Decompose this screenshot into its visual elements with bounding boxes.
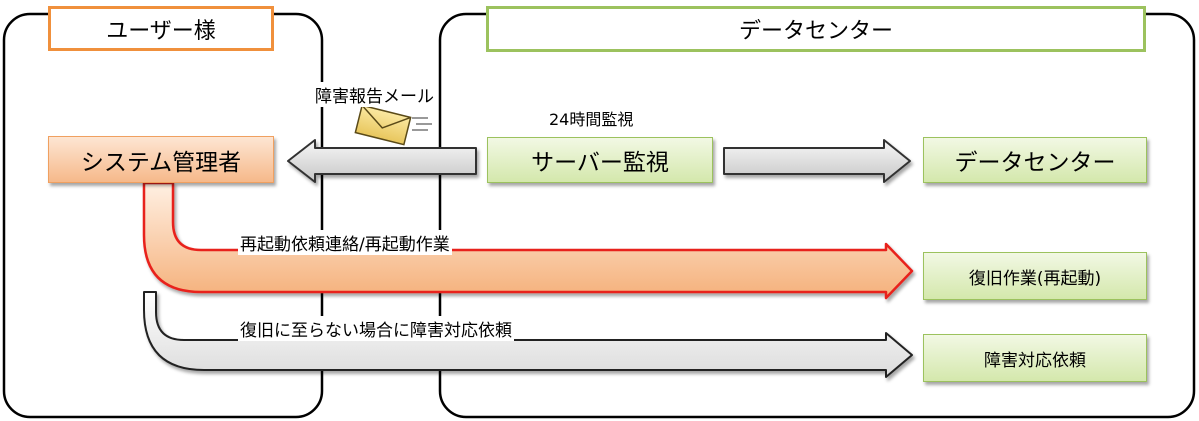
user-side-header-label: ユーザー様 [106,18,216,44]
restart-work-label: 復旧作業(再起動) [968,268,1102,289]
incident-request-label: 障害対応依頼 [984,350,1086,371]
monitoring-24h-label: 24時間監視 [549,110,634,129]
datacenter-side-header-label: データセンター [738,19,893,44]
envelope-icon [354,104,432,146]
restart-work-node: 復旧作業(再起動) [923,252,1147,300]
system-admin-node: システム管理者 [48,136,274,183]
incident-escalation-label: 復旧に至らない場合に障害対応依頼 [238,316,514,341]
restart-route-arrow [142,181,914,300]
monitor-to-datacenter-arrow [723,139,911,183]
datacenter-node: データセンター [923,137,1147,183]
datacenter-label: データセンター [954,150,1116,176]
datacenter-side-header: データセンター [486,6,1146,52]
user-side-header: ユーザー様 [48,6,274,51]
incident-route-arrow [143,291,913,378]
system-admin-label: システム管理者 [80,149,242,176]
server-monitoring-label: サーバー監視 [531,150,669,176]
incident-request-node: 障害対応依頼 [923,334,1147,382]
alert-to-admin-arrow [287,139,477,183]
restart-request-label: 再起動依頼連絡/再起動作業 [238,230,452,255]
failure-report-mail-label: 障害報告メール [313,82,436,107]
server-monitoring-node: サーバー監視 [487,137,713,183]
